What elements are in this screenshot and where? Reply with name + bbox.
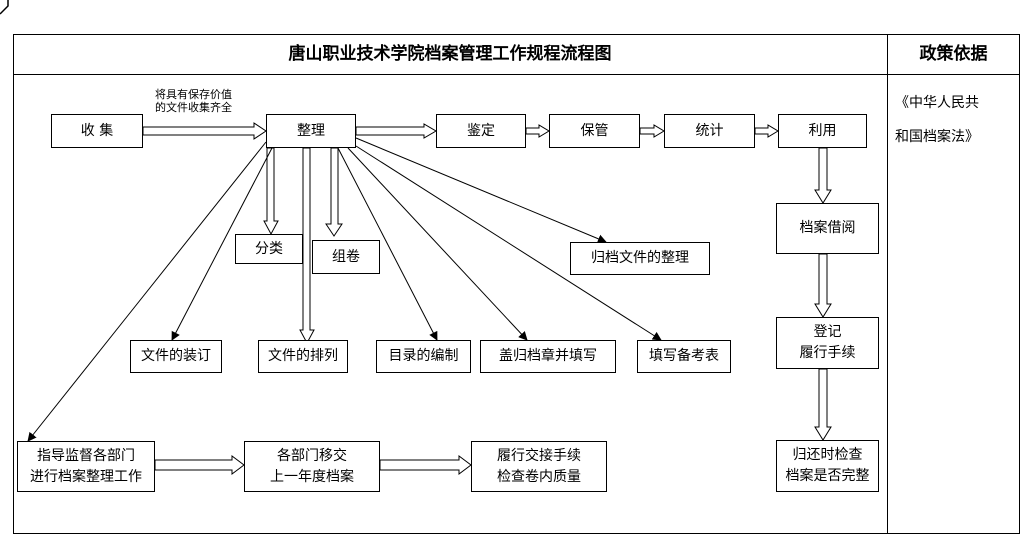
line-organize-to-stamp bbox=[347, 147, 528, 341]
binding-label: 文件的装订 bbox=[141, 348, 211, 364]
preserve-box: 保管 bbox=[549, 114, 640, 148]
statistics-label: 统计 bbox=[695, 122, 724, 139]
catalog-label: 目录的编制 bbox=[388, 348, 459, 364]
arrow-borrow-to-register bbox=[814, 253, 832, 318]
utilize-box: 利用 bbox=[778, 114, 867, 148]
arrow-transfer-to-handover bbox=[379, 455, 472, 475]
line-organize-to-guide bbox=[27, 141, 267, 442]
catalog-box: 目录的编制 bbox=[376, 340, 471, 373]
borrow-box: 档案借阅 bbox=[776, 203, 879, 254]
arrange-label: 文件的排列 bbox=[268, 348, 338, 364]
return-check-box: 归还时检查 档案是否完整 bbox=[776, 440, 879, 492]
return-check-label-line2: 档案是否完整 bbox=[785, 468, 870, 484]
line-organize-to-archive-org bbox=[355, 137, 607, 244]
corner-mark bbox=[0, 0, 9, 15]
stamp-label: 盖归档章并填写 bbox=[499, 348, 597, 364]
arrow-organize-to-arrange bbox=[299, 147, 315, 345]
appraise-label: 鉴定 bbox=[467, 122, 495, 139]
register-box: 登记 履行手续 bbox=[776, 317, 879, 369]
return-check-label-line1: 归还时检查 bbox=[792, 447, 863, 463]
remarks-box: 填写备考表 bbox=[637, 340, 731, 373]
policy-text-line2: 和国档案法》 bbox=[895, 129, 979, 145]
arrow-utilize-to-borrow bbox=[814, 147, 832, 204]
stamp-box: 盖归档章并填写 bbox=[480, 340, 616, 373]
column-divider bbox=[887, 34, 888, 534]
collect-note-line1: 将具有保存价值 bbox=[155, 88, 232, 101]
arrow-organize-to-appraise bbox=[355, 123, 437, 139]
collect-label: 收 集 bbox=[80, 122, 114, 139]
register-label-line2: 履行手续 bbox=[799, 345, 856, 361]
arrow-statistics-to-utilize bbox=[754, 124, 779, 138]
statistics-box: 统计 bbox=[664, 114, 755, 148]
chart-frame bbox=[13, 34, 1020, 534]
handover-label-line2: 检查卷内质量 bbox=[497, 468, 581, 485]
transfer-label-line1: 各部门移交 bbox=[277, 447, 347, 464]
group-box: 组卷 bbox=[312, 240, 380, 274]
line-organize-to-binding bbox=[171, 147, 273, 341]
archive-org-label: 归档文件的整理 bbox=[591, 250, 689, 266]
appraise-box: 鉴定 bbox=[436, 114, 526, 148]
arrow-preserve-to-statistics bbox=[639, 124, 665, 138]
guide-label-line1: 指导监督各部门 bbox=[37, 447, 135, 464]
policy-text-line1: 《中华人民共 bbox=[895, 95, 979, 111]
organize-box: 整理 bbox=[266, 114, 356, 148]
archive-org-box: 归档文件的整理 bbox=[570, 242, 710, 275]
policy-column-title: 政策依据 bbox=[919, 44, 988, 64]
transfer-box: 各部门移交 上一年度档案 bbox=[244, 441, 380, 492]
arrow-register-to-return bbox=[814, 368, 832, 441]
line-organize-to-remarks bbox=[355, 145, 662, 341]
arrange-box: 文件的排列 bbox=[258, 340, 348, 373]
borrow-label: 档案借阅 bbox=[799, 220, 856, 236]
organize-label: 整理 bbox=[297, 122, 325, 139]
classify-label: 分类 bbox=[255, 240, 283, 257]
arrow-guide-to-transfer bbox=[154, 455, 245, 475]
guide-label-line2: 进行档案整理工作 bbox=[30, 468, 142, 485]
utilize-label: 利用 bbox=[808, 122, 837, 139]
collect-box: 收 集 bbox=[51, 114, 143, 148]
guide-box: 指导监督各部门 进行档案整理工作 bbox=[17, 441, 155, 492]
arrow-collect-to-organize bbox=[142, 122, 267, 140]
collect-note-line2: 的文件收集齐全 bbox=[155, 101, 232, 114]
binding-box: 文件的装订 bbox=[130, 340, 222, 373]
register-label-line1: 登记 bbox=[813, 324, 842, 340]
classify-box: 分类 bbox=[235, 234, 303, 264]
line-organize-to-catalog bbox=[337, 147, 438, 341]
handover-box: 履行交接手续 检查卷内质量 bbox=[471, 441, 607, 492]
arrow-organize-to-classify bbox=[263, 147, 279, 236]
handover-label-line1: 履行交接手续 bbox=[497, 447, 581, 464]
group-label: 组卷 bbox=[332, 248, 360, 265]
arrow-organize-to-group bbox=[325, 147, 343, 237]
page-title: 唐山职业技术学院档案管理工作规程流程图 bbox=[288, 44, 612, 64]
arrow-appraise-to-preserve bbox=[525, 124, 550, 138]
remarks-label: 填写备考表 bbox=[649, 348, 719, 364]
header-divider bbox=[13, 74, 1020, 75]
transfer-label-line2: 上一年度档案 bbox=[270, 468, 354, 485]
preserve-label: 保管 bbox=[580, 122, 609, 139]
